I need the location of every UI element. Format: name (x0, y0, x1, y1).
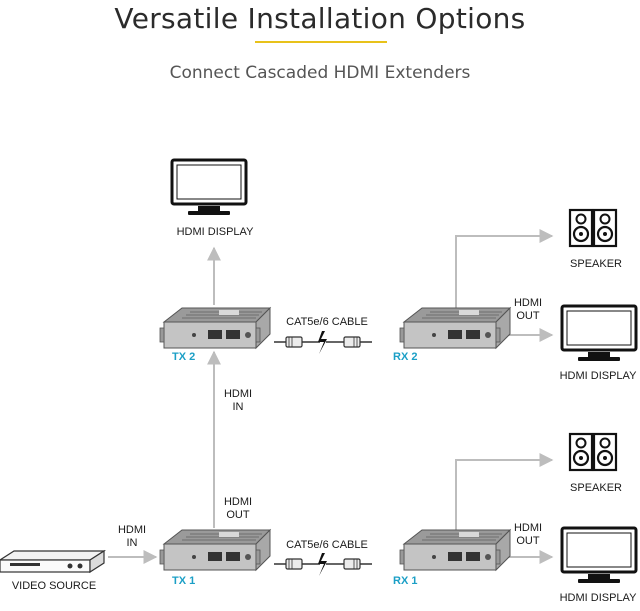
extender-icon (399, 307, 511, 349)
hdmi-out-rx2-line1: HDMI (513, 297, 543, 309)
hdmi-in-tx1-line2: IN (126, 537, 138, 549)
extender-icon (159, 529, 271, 571)
speaker-icon (568, 432, 618, 472)
rx2-label: RX 2 (393, 351, 418, 363)
tv-icon (170, 158, 248, 217)
hdmi-out-tx1-label: HDMI OUT (218, 496, 258, 522)
extender-icon (399, 529, 511, 571)
cable-icon (273, 552, 373, 577)
hdmi-out-rx1-line1: HDMI (513, 522, 543, 534)
speaker-label-bottom: SPEAKER (570, 482, 622, 494)
rx1-display-label: HDMI DISPLAY (559, 592, 637, 604)
cable-label-top: CAT5e/6 CABLE (286, 316, 368, 328)
hdmi-out-tx1-line2: OUT (226, 509, 250, 521)
hdmi-in-tx2-line2: IN (232, 401, 244, 413)
cable-label-bottom: CAT5e/6 CABLE (286, 539, 368, 551)
hdmi-in-tx2-label: HDMI IN (218, 388, 258, 414)
tv-icon (560, 304, 638, 363)
speaker-label-top: SPEAKER (570, 258, 622, 270)
hdmi-in-tx1-line1: HDMI (117, 524, 147, 536)
tv-icon (560, 526, 638, 585)
hdmi-in-tx1-label: HDMI IN (112, 524, 152, 550)
hdmi-out-rx2-line2: OUT (516, 310, 540, 322)
rx2-display-label: HDMI DISPLAY (559, 370, 637, 382)
arrow-rx2-to-speaker (455, 229, 554, 312)
tx1-label: TX 1 (172, 575, 196, 587)
video-source-icon (0, 549, 107, 574)
hdmi-out-rx2-label: HDMI OUT (506, 297, 550, 323)
rx1-label: RX 1 (393, 575, 418, 587)
hdmi-in-tx2-line1: HDMI (223, 388, 253, 400)
extender-icon (159, 307, 271, 349)
arrow-rx1-to-speaker (455, 453, 554, 534)
video-source-label: VIDEO SOURCE (11, 580, 97, 592)
page-subtitle: Connect Cascaded HDMI Extenders (169, 63, 471, 83)
hdmi-out-rx1-label: HDMI OUT (506, 522, 550, 548)
hdmi-out-tx1-line1: HDMI (223, 496, 253, 508)
speaker-icon (568, 208, 618, 248)
tx2-label: TX 2 (172, 351, 196, 363)
arrows (108, 229, 554, 564)
cable-icon (273, 330, 373, 355)
title-underline (255, 41, 387, 43)
page-title: Versatile Installation Options (114, 2, 526, 35)
hdmi-out-rx1-line2: OUT (516, 535, 540, 547)
top-display-label: HDMI DISPLAY (176, 226, 254, 238)
